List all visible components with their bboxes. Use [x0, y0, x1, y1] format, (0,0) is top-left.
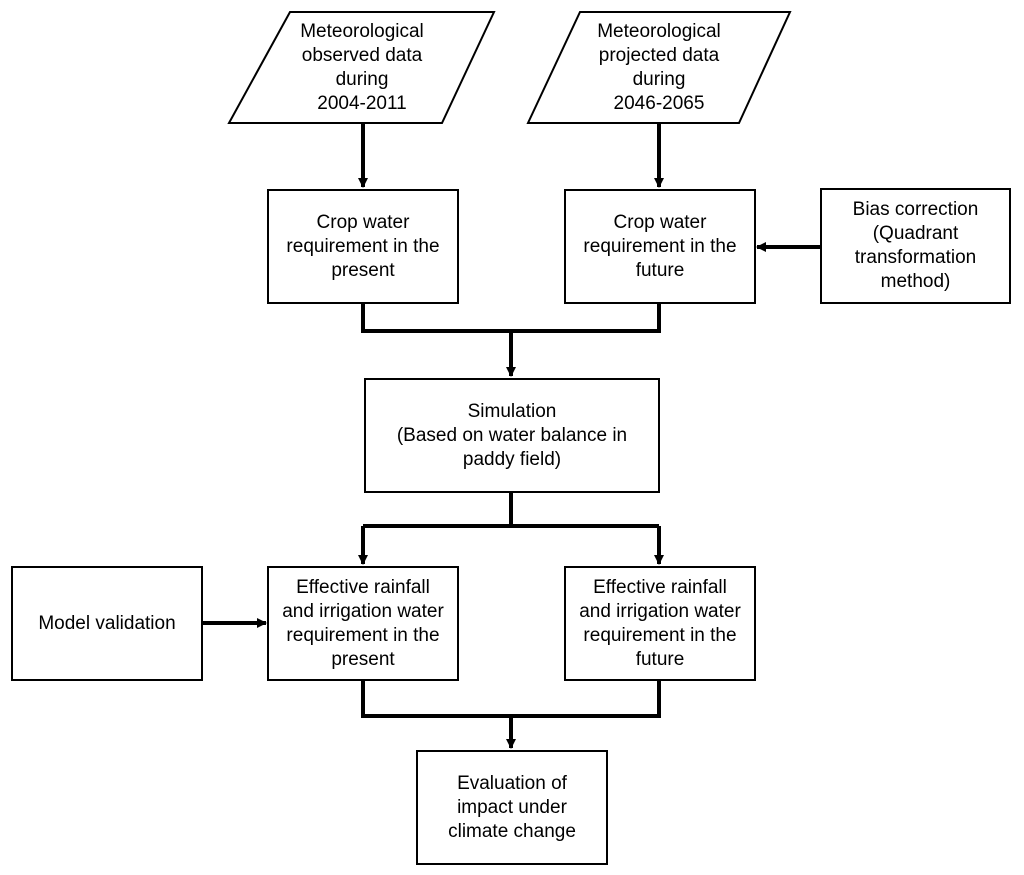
eff-present-node: Effective rainfall and irrigation water …: [267, 566, 459, 681]
model-validation-label: Model validation: [38, 612, 176, 634]
cwr-present-node: Crop water requirement in the present: [267, 189, 459, 304]
observed-data-node: Meteorological observed data during 2004…: [245, 12, 479, 123]
bias-correction-label: Bias correction (Quadrant transformation…: [852, 199, 979, 292]
eff-future-label: Effective rainfall and irrigation water …: [579, 576, 741, 670]
cwr-present-label: Crop water requirement in the present: [286, 211, 440, 281]
simulation-label: Simulation (Based on water balance in pa…: [396, 400, 628, 470]
connector-eff-to-evaluation: [361, 681, 661, 718]
eff-future-node: Effective rainfall and irrigation water …: [564, 566, 756, 681]
model-validation-node: Model validation: [11, 566, 203, 681]
projected-data-node: Meteorological projected data during 204…: [544, 12, 774, 123]
evaluation-node: Evaluation of impact under climate chang…: [416, 750, 608, 865]
simulation-node: Simulation (Based on water balance in pa…: [364, 378, 660, 493]
connector-cwr-to-simulation: [361, 303, 661, 333]
eff-present-label: Effective rainfall and irrigation water …: [282, 576, 444, 670]
observed-data-shape: [227, 11, 496, 124]
bias-correction-node: Bias correction (Quadrant transformation…: [820, 188, 1011, 304]
cwr-future-label: Crop water requirement in the future: [583, 211, 737, 281]
cwr-future-node: Crop water requirement in the future: [564, 189, 756, 304]
evaluation-label: Evaluation of impact under climate chang…: [448, 772, 576, 842]
projected-data-label: Meteorological projected data during 204…: [597, 20, 721, 114]
projected-data-shape: [526, 11, 792, 124]
observed-data-label: Meteorological observed data during 2004…: [300, 20, 424, 114]
